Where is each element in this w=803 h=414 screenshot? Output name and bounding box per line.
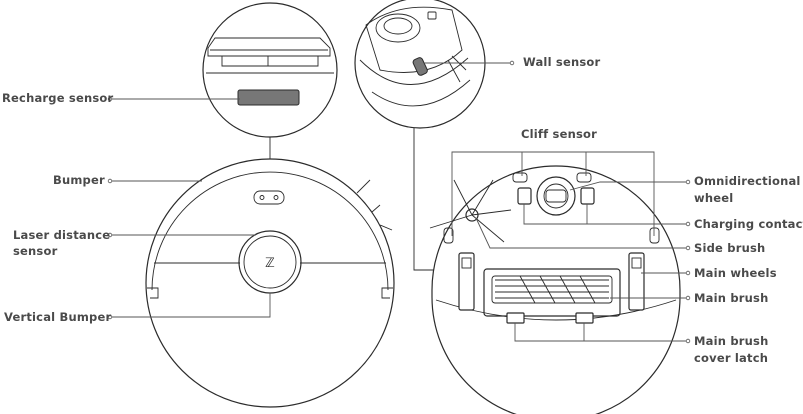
label-omni-wheel-line1: Omnidirectional xyxy=(694,174,801,188)
main-brush-bristles xyxy=(495,275,609,304)
label-laser-distance-line2: sensor xyxy=(13,244,58,258)
side-brush-arm-1 xyxy=(453,179,473,216)
top-side-brush-bristle-3 xyxy=(379,224,393,231)
label-recharge-sensor: Recharge sensor xyxy=(2,91,114,105)
bottom-body-outline xyxy=(431,165,681,414)
main-brush-roller xyxy=(491,275,613,304)
top-side-brush-bristle-1 xyxy=(356,179,371,194)
leader-latch-dot xyxy=(685,338,691,344)
laser-turret-logo-icon: ℤ xyxy=(265,256,275,271)
recharge-window-dot-right xyxy=(273,195,279,200)
omni-wheel-outer xyxy=(536,176,576,216)
leader-omni-dot xyxy=(685,179,691,185)
recharge-sensor-shape xyxy=(237,89,300,106)
side-brush-arm-5 xyxy=(471,179,494,216)
leader-charging xyxy=(523,204,688,225)
cliff-sensor-right xyxy=(576,172,592,183)
label-vertical-bumper: Vertical Bumper xyxy=(4,310,112,324)
side-brush-arm-3 xyxy=(471,214,505,243)
bumper-left-notch xyxy=(147,287,159,299)
leader-laser-dot xyxy=(107,232,113,238)
leader-bumper-dot xyxy=(107,178,113,184)
zoom-recharge xyxy=(202,2,338,159)
leader-main-brush-dot xyxy=(685,295,691,301)
cliff-sensor-side-left xyxy=(443,227,454,244)
top-body-inner-rim xyxy=(151,171,389,291)
leader-vertical-bumper xyxy=(110,293,271,318)
omni-wheel-inner xyxy=(543,183,569,209)
brush-cover-latch-left xyxy=(506,312,525,324)
leader-lines xyxy=(107,60,691,344)
label-wall-sensor: Wall sensor xyxy=(523,55,601,69)
charging-contact-right xyxy=(580,187,595,205)
leader-wall-dot xyxy=(509,60,515,66)
omni-wheel-hub xyxy=(545,189,567,203)
cliff-sensor-left xyxy=(512,172,528,183)
label-main-brush: Main brush xyxy=(694,291,769,305)
main-wheel-right-tread xyxy=(631,257,642,269)
leader-vertical-bumper-dot xyxy=(107,314,113,320)
zoom-wall-bristle-1 xyxy=(447,59,461,83)
cliff-sensor-side-right xyxy=(649,227,660,244)
leader-recharge-dot xyxy=(107,96,113,102)
zoom-wall-top-shell xyxy=(365,6,463,73)
zoom-recharge-plate-feet xyxy=(221,56,319,67)
leader-main-wheels-dot xyxy=(685,270,691,276)
label-omni-wheel-line2: wheel xyxy=(694,191,734,205)
leader-cliff xyxy=(451,151,655,236)
zoom-wall xyxy=(354,0,486,271)
brush-cover-latch-right xyxy=(575,312,594,324)
zoom-wall-lds-inner xyxy=(383,17,413,35)
label-bumper: Bumper xyxy=(53,173,105,187)
leader-side-brush xyxy=(475,217,688,249)
zoom-wall-button xyxy=(427,11,437,20)
main-wheel-left xyxy=(458,252,475,311)
wall-sensor-shape xyxy=(412,57,428,76)
leader-side-brush-dot xyxy=(685,245,691,251)
label-main-wheels: Main wheels xyxy=(694,266,777,280)
main-wheel-left-tread xyxy=(461,257,472,269)
zoom-recharge-top-plate xyxy=(207,37,331,57)
leader-latch xyxy=(514,323,688,342)
bumper-right-notch xyxy=(381,287,393,299)
label-charging-contact: Charging contact xyxy=(694,217,803,231)
label-laser-distance-line1: Laser distance xyxy=(13,228,111,242)
main-brush-frame xyxy=(483,268,621,317)
side-brush-arm-2 xyxy=(471,209,512,216)
side-brush-arm-4 xyxy=(429,214,473,229)
recharge-window-dot-left xyxy=(259,195,265,200)
top-side-brush-bristle-2 xyxy=(371,204,381,213)
leader-charging-dot xyxy=(685,221,691,227)
zoom-wall-lds-top xyxy=(375,13,421,43)
label-cliff-sensor: Cliff sensor xyxy=(521,127,597,141)
label-side-brush: Side brush xyxy=(694,241,766,255)
side-brush-hub xyxy=(465,208,479,222)
zoom-wall-connector xyxy=(413,128,434,271)
bottom-view-robot xyxy=(429,165,681,414)
zoom-wall-body-side xyxy=(359,57,471,107)
leader-omni xyxy=(569,181,688,191)
charging-contact-left xyxy=(517,187,532,205)
top-view-robot: ℤ xyxy=(145,158,395,408)
top-body-outline xyxy=(145,158,395,408)
laser-turret-inner xyxy=(243,235,297,289)
main-wheel-right xyxy=(628,252,645,311)
label-cover-latch-line2: cover latch xyxy=(694,351,769,365)
label-cover-latch-line1: Main brush xyxy=(694,334,769,348)
zoom-recharge-circle xyxy=(202,2,338,138)
recharge-window xyxy=(253,190,285,205)
